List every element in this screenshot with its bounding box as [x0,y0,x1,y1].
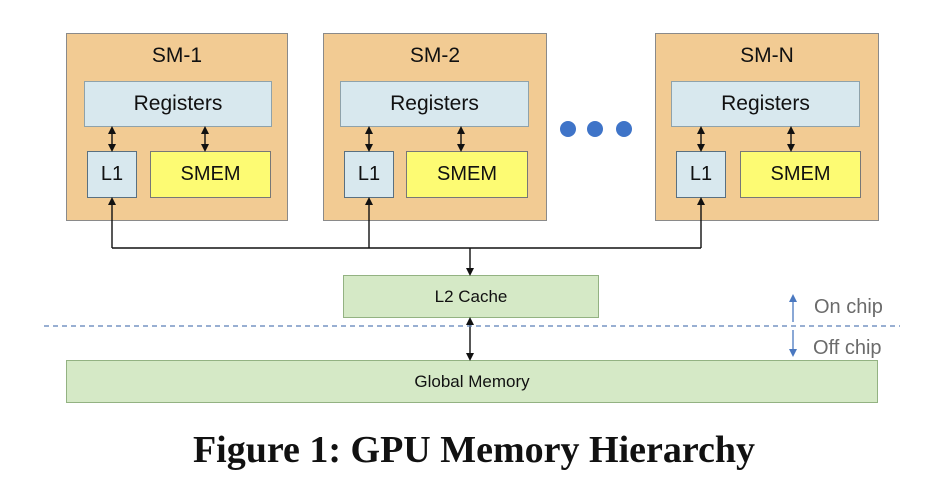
sm-title: SM-1 [151,44,203,67]
ellipsis-dot [560,121,576,137]
smem-box: SMEM [406,151,528,198]
l2-cache-box: L2 Cache [343,275,599,318]
registers-box: Registers [671,81,860,127]
off-chip-label: Off chip [813,337,882,359]
ellipsis-dot [587,121,603,137]
registers-box: Registers [340,81,529,127]
figure-caption: Figure 1: GPU Memory Hierarchy [192,429,756,471]
sm-title: SM-N [740,44,794,67]
smem-box: SMEM [150,151,271,198]
smem-box: SMEM [740,151,861,198]
l1-cache-box: L1 [344,151,394,198]
sm-title: SM-2 [409,44,461,67]
l1-cache-box: L1 [87,151,137,198]
registers-box: Registers [84,81,272,127]
ellipsis-dot [616,121,632,137]
global-memory-box: Global Memory [66,360,878,403]
on-chip-label: On chip [814,296,883,318]
